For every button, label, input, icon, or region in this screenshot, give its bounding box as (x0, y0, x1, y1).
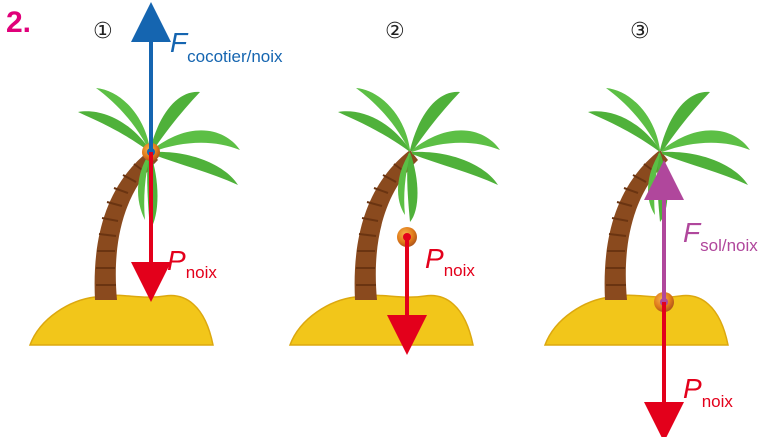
island-1 (28, 294, 214, 346)
palm-leaves-1 (78, 88, 240, 230)
question-number: 2. (6, 6, 32, 39)
palm-leaves-3 (588, 88, 750, 222)
label-P-noix-1: Pnoix (167, 245, 217, 282)
panel-3-marker: ③ (630, 19, 650, 44)
panel-1: ① (28, 2, 283, 346)
label-F-cocotier-noix: Fcocotier/noix (170, 27, 283, 66)
label-F-sol-noix: Fsol/noix (683, 217, 758, 255)
panel-3: ③ (543, 19, 758, 437)
palm-trunk-2 (354, 150, 418, 300)
island-3 (543, 294, 729, 346)
panel-2: ② (288, 19, 500, 355)
palm-leaves-2 (338, 88, 500, 222)
panel-2-marker: ② (385, 19, 405, 44)
label-P-noix-2: Pnoix (425, 243, 475, 280)
label-P-noix-3: Pnoix (683, 373, 733, 411)
island-2 (288, 294, 474, 346)
panel-1-marker: ① (93, 19, 113, 44)
palm-trunk-1 (94, 150, 158, 300)
palm-trunk-3 (604, 150, 668, 300)
